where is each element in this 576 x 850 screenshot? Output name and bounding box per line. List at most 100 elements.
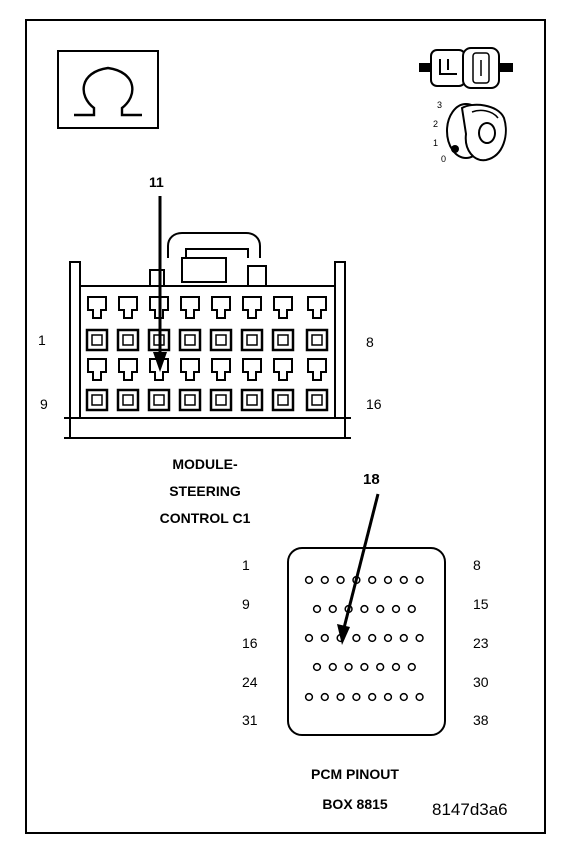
pcm-row-5-right-label: 38 (473, 712, 489, 728)
pcm-pin (399, 575, 408, 585)
c1-title-line-2: STEERING (169, 483, 241, 499)
pcm-pin (328, 662, 337, 672)
pcm-pin (304, 575, 314, 585)
c1-latch-tab (211, 296, 231, 319)
pcm-title-line-1: PCM PINOUT (311, 766, 399, 782)
callout-18-arrow (337, 493, 380, 645)
pcm-row-2-left-label: 9 (242, 596, 250, 612)
pcm-row-3-right-label: 23 (473, 635, 489, 651)
figure-id: 8147d3a6 (432, 800, 508, 819)
pcm-pin (368, 633, 377, 643)
c1-pin-contact (184, 334, 196, 346)
pcm-pin (383, 692, 393, 702)
pcm-row-1-right-label: 8 (473, 557, 481, 573)
pcm-pin (312, 604, 322, 614)
pcm-pin (352, 692, 361, 702)
pcm-pin (360, 662, 369, 672)
pcm-pin (360, 604, 369, 614)
key-position-2: 2 (433, 119, 438, 129)
pcm-row-5-left-label: 31 (242, 712, 258, 728)
pcm-pin (320, 692, 329, 702)
c1-pin-contact (246, 394, 258, 406)
c1-pin-contact (277, 334, 289, 346)
pcm-pin (368, 692, 377, 702)
connector-c1-body (64, 232, 351, 439)
c1-latch-tab (118, 358, 138, 381)
c1-latch-tab (118, 296, 138, 319)
pcm-pin (352, 633, 361, 643)
c1-latch-tab (149, 358, 169, 381)
c1-latch-tab (307, 358, 327, 381)
c1-pin-contact (122, 334, 134, 346)
pcm-pin (320, 575, 329, 585)
pcm-pin (328, 604, 337, 614)
c1-pin-contact (246, 334, 258, 346)
c1-pin-contact (215, 334, 227, 346)
c1-pin-contact (91, 394, 103, 406)
pcm-pin (391, 604, 401, 614)
c1-pin-contact (311, 394, 323, 406)
pcm-pin (399, 633, 408, 643)
pcm-row-4-left-label: 24 (242, 674, 258, 690)
figure-frame (25, 19, 546, 834)
connector-mating-icon (419, 47, 513, 89)
pcm-connector-body (287, 547, 446, 736)
pcm-pin (407, 662, 416, 672)
c1-pin-contact (277, 394, 289, 406)
pcm-pin (383, 633, 393, 643)
c1-latch-tab (211, 358, 231, 381)
c1-latch-tab (87, 358, 107, 381)
c1-latch-tab (307, 296, 327, 319)
pcm-pin (312, 662, 322, 672)
key-position-1: 1 (433, 138, 438, 148)
callout-18-label: 18 (363, 471, 380, 488)
callout-11-arrow (153, 196, 167, 372)
pcm-pin (407, 604, 416, 614)
c1-latch-tab (242, 358, 262, 381)
pcm-pin (336, 575, 345, 585)
c1-latch-tab (87, 296, 107, 319)
c1-title-line-3: CONTROL C1 (159, 510, 251, 526)
c1-latch-tab (180, 296, 200, 319)
omega-symbol-icon (57, 50, 159, 129)
c1-pin-contact (311, 334, 323, 346)
pcm-pin (376, 662, 385, 672)
c1-latch-tab (273, 358, 293, 381)
pcm-pin (399, 692, 408, 702)
key-position-0: 0 (441, 154, 446, 164)
pcm-row-1-left-label: 1 (242, 557, 250, 573)
pcm-pin (376, 604, 385, 614)
c1-pin-label-9: 9 (40, 396, 48, 412)
c1-pin-contact (215, 394, 227, 406)
c1-pin-contact (153, 394, 165, 406)
pcm-pin (415, 575, 424, 585)
pcm-row-2-right-label: 15 (473, 596, 489, 612)
c1-pin-contact (122, 394, 134, 406)
c1-pin-label-1: 1 (38, 332, 46, 348)
c1-pin-label-16: 16 (366, 396, 382, 412)
pcm-pin (304, 692, 314, 702)
c1-latch-tab (273, 296, 293, 319)
key-position-3: 3 (437, 100, 442, 110)
callout-11-label: 11 (149, 174, 164, 190)
c1-pin-contact (91, 334, 103, 346)
pcm-pin (383, 575, 393, 585)
c1-latch-tab (180, 358, 200, 381)
pcm-pin (368, 575, 377, 585)
ignition-key-icon: 3 2 1 0 (433, 100, 507, 164)
pcm-pin (320, 633, 329, 643)
pcm-row-4-right-label: 30 (473, 674, 489, 690)
pcm-pin (304, 633, 314, 643)
pcm-title-line-2: BOX 8815 (322, 796, 388, 812)
pcm-pin (344, 662, 353, 672)
c1-pin-label-8: 8 (366, 334, 374, 350)
pcm-row-3-left-label: 16 (242, 635, 258, 651)
c1-title-line-1: MODULE- (172, 456, 238, 472)
pcm-pin (391, 662, 401, 672)
pcm-pin (415, 633, 424, 643)
pcm-pin (415, 692, 424, 702)
c1-latch-tab (242, 296, 262, 319)
pcm-pin (336, 692, 345, 702)
c1-pin-contact (184, 394, 196, 406)
